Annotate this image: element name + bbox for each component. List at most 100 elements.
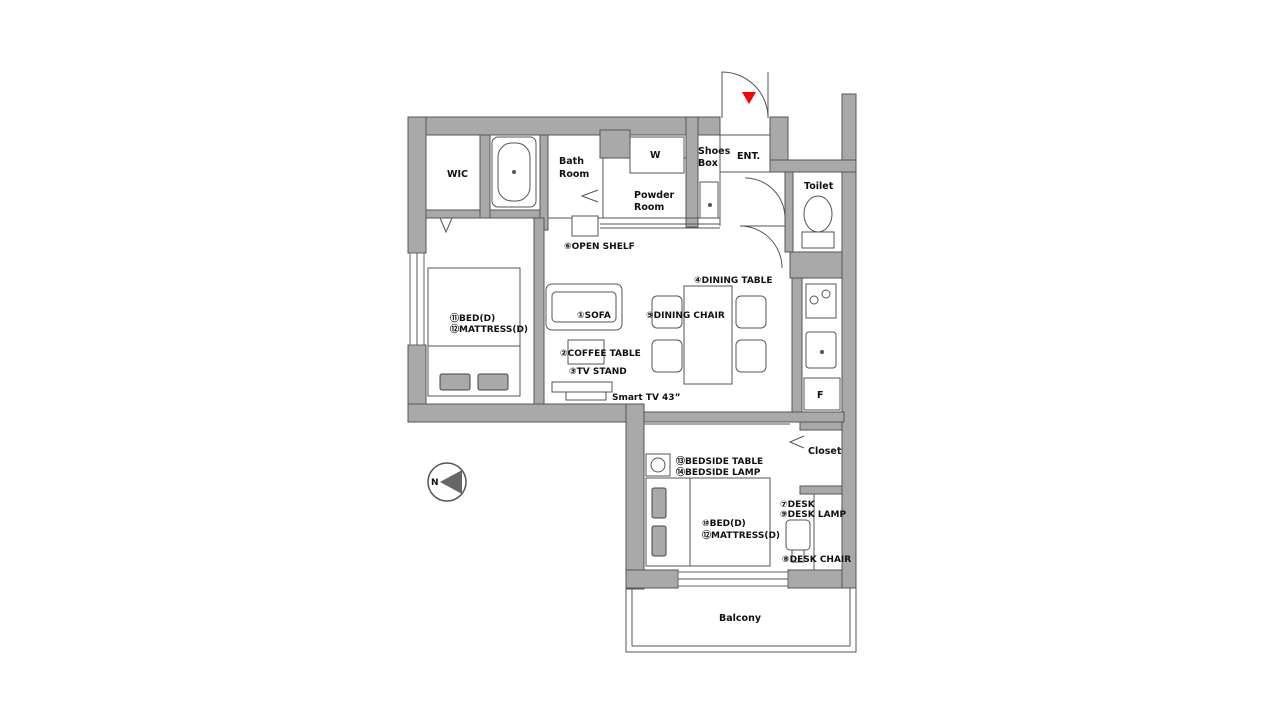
fixtures [491,136,843,413]
label-desk-chair: ⑧DESK CHAIR [782,555,851,565]
wall-top-left [407,116,721,136]
wall-bottom-left [407,403,645,423]
wall-bed1-right [533,217,545,405]
label-washer: W [650,150,661,161]
dining-chair-4 [735,339,767,373]
label-desk-lamp: ⑨DESK LAMP [780,510,846,520]
label-bed-2: ⑩BED(D) [702,519,746,529]
wic-door [439,217,453,234]
entrance-door-swing [721,71,769,119]
interior-lines [439,134,805,449]
label-fridge: F [817,390,824,401]
label-bath-room-2: Room [559,169,589,180]
bed-2-pillow-bottom [651,525,667,557]
stove-burner-1-icon [809,295,819,305]
wall-left-upper [407,116,427,254]
room-labels: WIC Bath Room W Shoes Box ENT. Powder Ro… [447,146,842,624]
wall-wic-right [479,134,491,219]
label-tv-stand: ③TV STAND [569,367,627,377]
label-wic: WIC [447,169,468,180]
kitchen-sink-drain-icon [820,350,824,354]
compass-letter: N [431,478,439,488]
furniture-labels: ⑥OPEN SHELF ④DINING TABLE ①SOFA ⑤DINING … [450,242,851,565]
label-dining-table: ④DINING TABLE [694,276,773,286]
label-toilet: Toilet [804,181,834,192]
bedside-lamp-icon [650,457,666,473]
label-entrance: ENT. [737,151,760,162]
desk [813,493,843,571]
entrance-door [721,71,769,119]
label-dining-chair: ⑤DINING CHAIR [646,311,725,321]
dining-chair-2 [651,339,683,373]
powder-sink-drain-icon [708,203,712,207]
toilet-door-swing [744,177,786,219]
powder-sink [699,181,719,219]
bed-2 [645,477,771,567]
label-desk: ⑦DESK [780,500,816,510]
entrance-marker-icon [742,92,756,104]
label-powder-room-1: Powder [634,190,675,201]
wall-wic-bottom [425,209,485,219]
label-mattress-1: ⑫MATTRESS(D) [450,323,528,335]
wall-bed2-top [643,411,845,423]
label-open-shelf: ⑥OPEN SHELF [564,242,635,252]
label-bedside-lamp: ⑭BEDSIDE LAMP [676,466,761,478]
label-smart-tv: Smart TV 43” [612,393,680,403]
wall-closet-bottom [799,485,843,495]
label-bedside-table: ⑬BEDSIDE TABLE [676,455,763,467]
desk-chair [785,519,811,551]
wall-toilet-top [769,159,857,173]
bath-door [580,189,599,203]
label-bed-1: ⑪BED(D) [450,312,495,324]
wall-bath-right [539,134,549,231]
bed-1-pillow-right [477,373,509,391]
bed-1-pillow-left [439,373,471,391]
bedside-table [645,453,671,477]
compass-arrow-icon [440,470,462,494]
washing-machine [629,136,685,174]
open-shelf-unit [571,215,599,237]
wall-powder-top [599,129,631,159]
furniture [427,267,843,571]
wall-closet-top [799,421,843,431]
label-closet: Closet [808,446,842,457]
coffee-table [567,339,605,365]
wall-ent-left [685,116,699,228]
wall-toilet-left [784,171,794,253]
label-powder-room-2: Room [634,202,664,213]
balcony-outline [625,588,857,653]
ent-door-swing [739,225,783,269]
windows [409,252,789,587]
kitchen-sink [805,331,837,369]
wall-lower-left [625,403,645,590]
stove-burner-2-icon [821,289,831,299]
label-shoes-box-1: Shoes [698,146,731,157]
dining-table [683,285,733,385]
label-balcony: Balcony [719,613,762,624]
dining-chair-1 [651,295,683,329]
closet-door [788,435,805,449]
wall-ent-right [769,116,789,166]
label-coffee-table: ②COFFEE TABLE [560,349,641,359]
wall-kitchen-left [791,277,803,413]
sofa-seat [551,291,617,323]
label-mattress-2: ⑫MATTRESS(D) [702,529,780,541]
desk-chair-base [791,549,805,563]
label-sofa: ①SOFA [577,311,611,321]
bathtub-drain-icon [512,170,516,174]
wall-toilet-bottom [789,251,843,279]
toilet-bowl [803,195,833,233]
dining-chair-3 [735,295,767,329]
tv-stand [551,381,613,393]
balcony [625,588,857,653]
bed-2-pillow-top [651,487,667,519]
compass: N [427,462,467,502]
wall-bath-bottom [489,209,541,219]
toilet-tank [801,231,835,249]
wall-lower-bottom-left [625,569,679,589]
kitchen-stove [805,283,837,319]
label-bath-room-1: Bath [559,156,584,167]
fridge [803,377,841,411]
smart-tv [565,391,607,401]
